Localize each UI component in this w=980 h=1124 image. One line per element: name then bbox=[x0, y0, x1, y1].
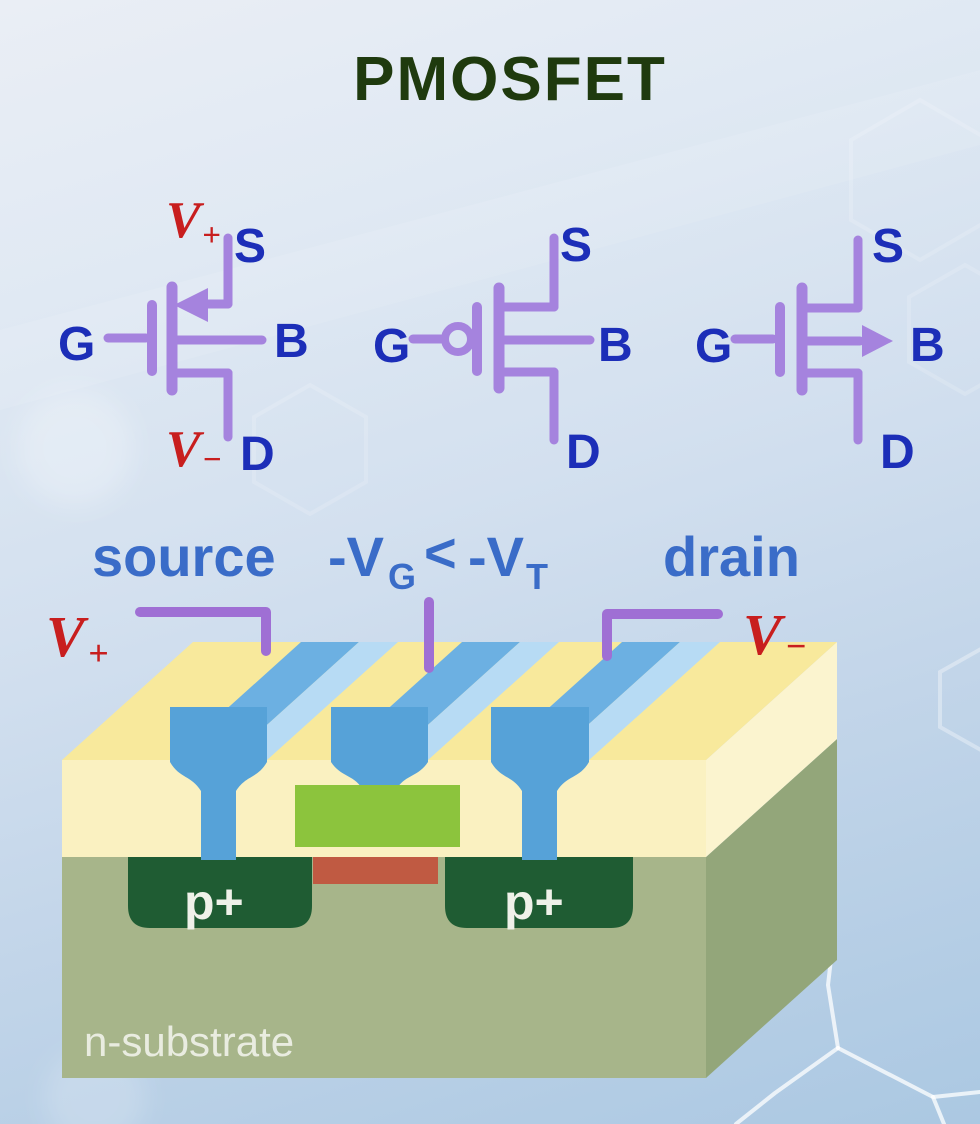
source-terminal-label: S bbox=[872, 220, 904, 273]
light-streak bbox=[0, 70, 980, 410]
p-plus-label-left: p+ bbox=[184, 874, 244, 930]
contact-plug-drain bbox=[491, 762, 589, 860]
oxide-side-face bbox=[706, 642, 837, 857]
v-plus-label: V bbox=[166, 192, 205, 249]
cross-section: source -V G < -V T drain V + V − p+ p+ n… bbox=[46, 521, 837, 1078]
contact-tab-drain bbox=[491, 707, 589, 762]
substrate-side-face bbox=[706, 739, 837, 1078]
gate-condition-rhs-sub: T bbox=[526, 556, 548, 597]
hexagon-decor-icon bbox=[849, 97, 980, 263]
contact-tab-source bbox=[170, 707, 267, 762]
gate-condition-operator: < bbox=[424, 521, 457, 584]
mosfet-symbol-arrow-body: G S B D bbox=[695, 220, 945, 479]
molecule-bond-icon bbox=[836, 1046, 980, 1099]
source-label: source bbox=[92, 525, 276, 588]
molecule-bond-icon bbox=[734, 1046, 840, 1124]
contact-plug-gate bbox=[331, 762, 428, 792]
source-terminal-label: S bbox=[234, 220, 266, 273]
gate-bubble-icon bbox=[441, 322, 475, 356]
body-terminal-label: B bbox=[598, 319, 633, 372]
glow-blob bbox=[17, 390, 133, 506]
drain-terminal-label: D bbox=[880, 426, 915, 479]
hexagon-decor-icon bbox=[938, 647, 980, 752]
substrate-label: n-substrate bbox=[84, 1018, 294, 1065]
p-plus-region-right bbox=[445, 857, 633, 928]
v-plus-label: V bbox=[46, 604, 89, 669]
molecule-bond-icon bbox=[931, 1095, 946, 1124]
hexagon-decor-icon bbox=[907, 262, 980, 397]
source-terminal-label: S bbox=[560, 219, 592, 272]
drain-label: drain bbox=[663, 525, 800, 588]
drain-connector-wire bbox=[602, 609, 723, 661]
contact-plug-source bbox=[170, 762, 267, 860]
v-minus-label: V bbox=[743, 602, 786, 667]
metal-strip-source-highlight bbox=[228, 642, 398, 760]
page-title: PMOSFET bbox=[353, 45, 667, 114]
gate-condition-lhs: -V bbox=[328, 525, 384, 588]
metal-strip-gate-highlight bbox=[389, 642, 559, 760]
metal-strip-drain-highlight bbox=[549, 642, 720, 760]
body-terminal-label: B bbox=[274, 315, 309, 368]
p-plus-region-left bbox=[128, 857, 312, 928]
gate-terminal-label: G bbox=[58, 318, 95, 371]
v-plus-sign: + bbox=[88, 633, 109, 673]
hexagon-decor-icon bbox=[252, 382, 368, 517]
body-arrow-icon bbox=[862, 325, 893, 357]
mosfet-symbol-gate-bubble: G S B D bbox=[373, 219, 633, 479]
channel-region bbox=[313, 857, 438, 884]
gate-electrode bbox=[295, 785, 460, 847]
v-minus-sign: − bbox=[785, 626, 807, 666]
body-terminal-label: B bbox=[910, 319, 945, 372]
source-connector-wire bbox=[135, 607, 271, 656]
gate-terminal-label: G bbox=[373, 320, 410, 373]
gate-terminal-label: G bbox=[695, 320, 732, 373]
contact-tab-gate bbox=[331, 707, 428, 762]
v-plus-sign: + bbox=[202, 218, 221, 254]
drain-terminal-label: D bbox=[566, 426, 601, 479]
p-plus-label-right: p+ bbox=[504, 874, 564, 930]
v-minus-sign: − bbox=[202, 442, 222, 478]
drain-terminal-label: D bbox=[240, 428, 275, 481]
gate-condition-rhs: -V bbox=[468, 525, 524, 588]
mosfet-symbol-arrow-source: G S B D V + V − bbox=[58, 192, 309, 481]
source-arrow-icon bbox=[174, 288, 208, 322]
gate-condition-lhs-sub: G bbox=[388, 556, 416, 597]
v-minus-label: V bbox=[166, 421, 205, 478]
